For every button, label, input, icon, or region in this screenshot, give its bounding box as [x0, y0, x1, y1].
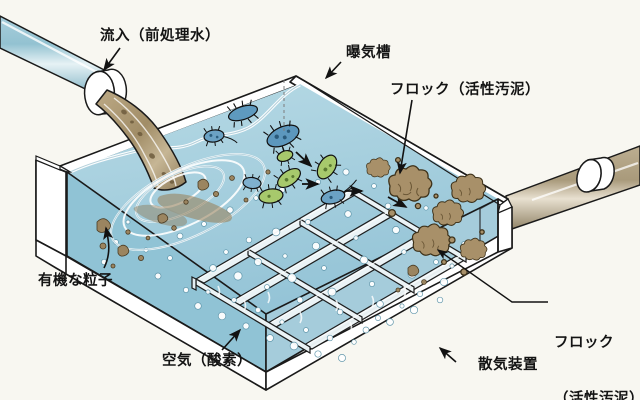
leader-diffuser — [438, 346, 457, 363]
pipe-collar-icon — [576, 156, 615, 193]
organic-particles — [96, 169, 443, 293]
floc-4 — [411, 223, 452, 257]
microbe-blue-3 — [263, 120, 302, 154]
microbe-green-2 — [258, 184, 284, 209]
microbe-green-1 — [273, 164, 303, 194]
label-floc-top: フロック（活性汚泥） — [390, 82, 540, 98]
label-diffuser: 散気装置 — [478, 357, 538, 373]
leader-air — [221, 328, 242, 351]
label-air-oxygen: 空気（酸素） — [162, 353, 252, 369]
water-stream-icon — [95, 89, 187, 191]
microbe-green-4 — [275, 146, 296, 166]
leader-arrows — [103, 47, 548, 363]
microorganisms — [203, 99, 357, 210]
leader-floc-top — [396, 99, 413, 175]
leader-tank — [324, 61, 342, 80]
microbe-green-3 — [310, 154, 342, 183]
microbe-blue-5 — [242, 174, 262, 192]
leader-organic — [103, 226, 114, 269]
label-floc-right: フロック （活性汚泥） — [554, 296, 640, 400]
floc-6 — [459, 237, 488, 261]
label-organic-particles: 有機な粒子 — [38, 273, 113, 289]
microbe-blue-1 — [226, 99, 259, 128]
inlet-pipe-icon — [0, 15, 128, 116]
bubble-streaks — [217, 285, 407, 334]
process-arrows — [295, 151, 408, 208]
floc-3 — [450, 173, 487, 203]
floc-small-cluster — [387, 156, 485, 276]
leader-floc-right — [436, 249, 548, 303]
label-floc-right-line1: フロック — [554, 334, 614, 351]
label-floc-right-line2: （活性汚泥） — [554, 391, 640, 400]
label-aeration-tank: 曝気槽 — [346, 45, 391, 61]
leader-inflow — [103, 47, 121, 72]
label-inflow: 流入（前処理水） — [100, 28, 220, 44]
microbe-blue-2 — [203, 125, 238, 147]
floc-2 — [432, 199, 465, 226]
floc-5 — [366, 157, 391, 178]
microbe-blue-4 — [320, 179, 357, 210]
